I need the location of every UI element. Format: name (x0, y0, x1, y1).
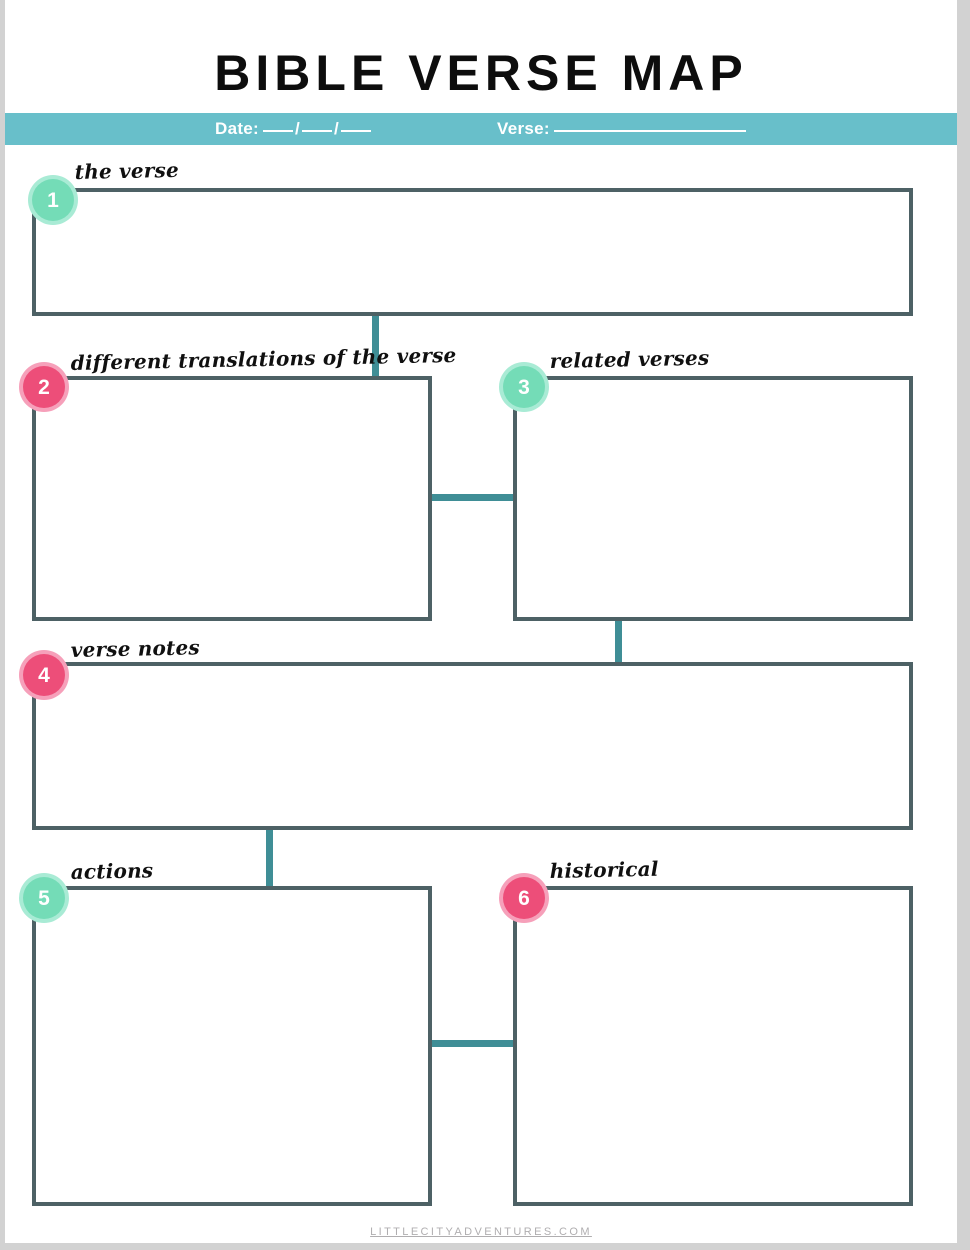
badge-6: 6 (499, 873, 549, 923)
date-year-blank[interactable] (341, 130, 372, 132)
connector-actions-to-historical (429, 1040, 517, 1047)
badge-6-inner (503, 877, 545, 919)
date-month-blank[interactable] (263, 130, 294, 132)
header-band: Date: / / Verse: (5, 113, 957, 145)
badge-3: 3 (499, 362, 549, 412)
badge-2-inner (23, 366, 65, 408)
verse-notes-box[interactable] (32, 662, 913, 830)
verse-reference-blank[interactable] (553, 130, 746, 132)
connector-notes-to-actions (266, 828, 273, 888)
verse-field[interactable]: Verse: (497, 119, 746, 139)
badge-1-inner (32, 179, 74, 221)
connector-translations-to-related (429, 494, 517, 501)
date-field[interactable]: Date: / / (215, 119, 372, 139)
date-separator-2: / (334, 119, 340, 138)
badge-4-inner (23, 654, 65, 696)
different-translations-label: different translations of the verse (70, 342, 457, 375)
connector-related-to-notes (615, 619, 622, 666)
actions-label: actions (70, 858, 154, 884)
badge-1: 1 (28, 175, 78, 225)
the-verse-label: the verse (74, 157, 180, 184)
footer-website-link[interactable]: LITTLECITYADVENTURES.COM (370, 1226, 592, 1238)
date-separator-1: / (295, 119, 301, 138)
historical-box[interactable] (513, 886, 913, 1206)
badge-2-number: 2 (38, 375, 50, 399)
the-verse-box[interactable] (32, 188, 913, 316)
badge-5: 5 (19, 873, 69, 923)
badge-4-number: 4 (38, 663, 50, 687)
verse-label: Verse: (497, 119, 550, 138)
actions-box[interactable] (32, 886, 432, 1206)
different-translations-box[interactable] (32, 376, 432, 621)
page-title: BIBLE VERSE MAP (214, 45, 748, 101)
related-verses-box[interactable] (513, 376, 913, 621)
historical-label: historical (549, 856, 659, 883)
connector-verse-to-translations (372, 314, 379, 380)
badge-4: 4 (19, 650, 69, 700)
badge-1-number: 1 (47, 188, 59, 212)
related-verses-label: related verses (549, 345, 710, 373)
date-day-blank[interactable] (302, 130, 333, 132)
badge-3-inner (503, 366, 545, 408)
date-label: Date: (215, 119, 260, 138)
badge-5-number: 5 (38, 886, 50, 910)
badge-3-number: 3 (518, 375, 530, 399)
paper-sheet: BIBLE VERSE MAP Date: / / Verse: the verse… (5, 0, 957, 1243)
badge-5-inner (23, 877, 65, 919)
badge-6-number: 6 (518, 886, 530, 910)
badge-2: 2 (19, 362, 69, 412)
verse-notes-label: verse notes (70, 635, 201, 662)
